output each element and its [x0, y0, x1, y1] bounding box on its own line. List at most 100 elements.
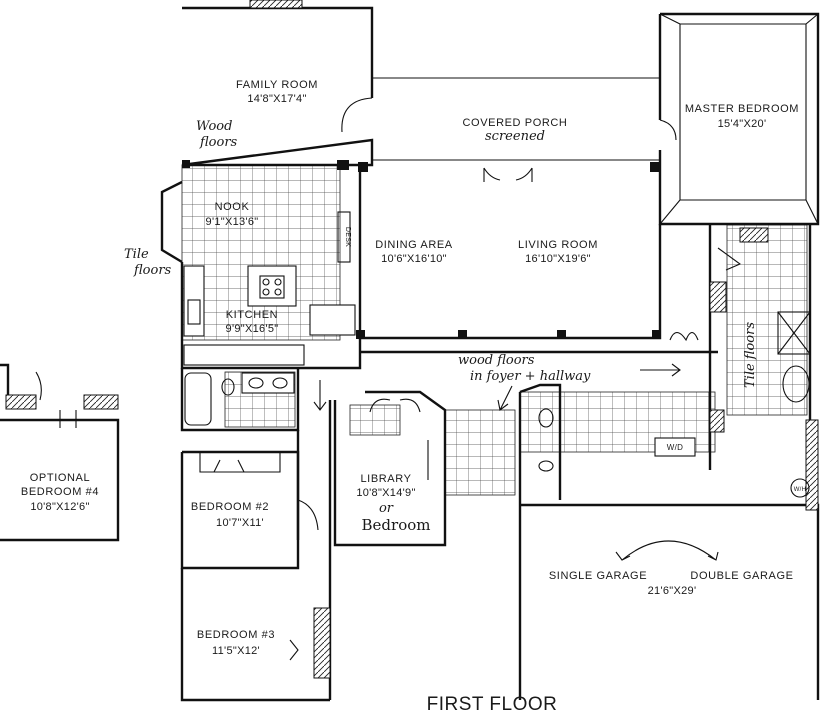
powder-sink [538, 460, 554, 472]
washer-dryer [654, 437, 696, 457]
living-post-3 [557, 330, 566, 339]
garage-double: DOUBLE GARAGE [690, 570, 793, 582]
living-post-1 [356, 330, 365, 339]
bedroom3-dims: 11'5"X12' [212, 645, 260, 657]
porch-name: COVERED PORCH [463, 117, 568, 129]
bedroom3-name: BEDROOM #3 [197, 629, 275, 641]
porch-outline [372, 77, 660, 161]
bedroom3-walls [180, 568, 330, 702]
water-heater [790, 478, 810, 498]
library-name: LIBRARY [360, 473, 411, 485]
living-post-2 [458, 330, 467, 339]
bedroom3-closet [289, 639, 299, 661]
family-room-name: FAMILY ROOM [236, 79, 318, 91]
toilet-1 [221, 378, 235, 396]
master-bath-closet-1 [709, 281, 727, 313]
master-bath-closet-3 [709, 409, 725, 433]
page-title: FIRST FLOOR [427, 694, 558, 715]
foyer-note-2: in foyer + hallway [470, 369, 591, 384]
garage-walls [520, 503, 820, 700]
library-or: or [379, 501, 394, 516]
master-name: MASTER BEDROOM [685, 103, 799, 115]
kitchen-name: KITCHEN [226, 309, 278, 321]
garage-wall-brick [805, 419, 819, 511]
burner-3 [262, 288, 270, 296]
bedroom2-door [297, 499, 319, 531]
desk [337, 211, 351, 263]
bathtub-1 [184, 372, 212, 426]
tile-bath-note: Tile floors [743, 322, 758, 388]
living-dims: 16'10"X19'6" [525, 253, 591, 265]
library-dims: 10'8"X14'9" [356, 487, 415, 499]
library-doors [369, 398, 421, 413]
master-door-swing [717, 247, 742, 271]
porch-french-door [483, 167, 533, 182]
family-room-dims: 14'8"X17'4" [247, 93, 306, 105]
laundry-walls [518, 383, 562, 700]
porch-note: screened [485, 129, 545, 144]
bedroom2-name: BEDROOM #2 [191, 501, 269, 513]
nook-bay [160, 180, 183, 264]
kitchen-counter-left [183, 265, 205, 337]
optional-name-2: BEDROOM #4 [21, 486, 99, 498]
master-dims: 15'4"X20' [718, 118, 767, 130]
family-post-left [182, 160, 190, 168]
kitchen-sink [187, 299, 201, 325]
kitchen-counter-bottom [183, 344, 305, 366]
nook-name: NOOK [215, 201, 250, 213]
garage-dims: 21'6"X29' [648, 585, 697, 597]
vanity-sink-1b [272, 377, 288, 389]
optional-dims: 10'8"X12'6" [30, 501, 89, 513]
master-door [659, 119, 677, 141]
bedroom2-closet [199, 452, 281, 473]
wh-label: W/H [794, 487, 807, 493]
family-room-walls [181, 6, 374, 167]
family-post-right [337, 160, 349, 170]
bedroom3-fireplace [313, 607, 331, 679]
optional-fireplace-2 [83, 394, 119, 410]
family-door [341, 97, 373, 133]
master-tray-ceiling [659, 13, 819, 225]
pantry [309, 304, 356, 336]
dining-dims: 10'6"X16'10" [381, 253, 447, 265]
library-alt: Bedroom [362, 516, 431, 534]
foyer-note-1: wood floors [458, 353, 535, 368]
hall-arrow-down [313, 380, 327, 411]
cooktop [259, 275, 285, 299]
tile-note-1: Tile [124, 247, 149, 262]
optional-fireplace [5, 394, 37, 410]
shower [777, 311, 811, 355]
bedroom2-walls [180, 450, 300, 570]
vanity-1 [241, 372, 295, 394]
master-tub [782, 365, 810, 403]
burner-1 [262, 278, 270, 286]
desk-label: DESK [344, 227, 351, 247]
optional-door [35, 371, 77, 428]
library-closet-tile [349, 404, 401, 436]
kitchen-dims: 9'9"X16'5" [226, 323, 279, 335]
foyer-arrow-down [497, 385, 513, 411]
optional-bedroom-walls [0, 363, 120, 542]
burner-4 [274, 288, 282, 296]
bath1-walls [180, 368, 300, 432]
optional-name-1: OPTIONAL [30, 472, 90, 484]
family-wood-note-1: Wood [196, 119, 232, 134]
living-post-4 [652, 330, 661, 339]
burner-2 [274, 278, 282, 286]
bedroom2-dims: 10'7"X11' [216, 517, 264, 529]
family-chimney [249, 0, 303, 9]
tile-note-2: floors [133, 263, 172, 278]
garage-arc [615, 540, 719, 561]
library-walls [333, 390, 447, 547]
toilet-2 [538, 408, 554, 428]
living-door [669, 331, 699, 342]
living-name: LIVING ROOM [518, 239, 598, 251]
garage-single: SINGLE GARAGE [549, 570, 647, 582]
shower-x [777, 311, 811, 355]
nook-dims: 9'1"X13'6" [206, 216, 259, 228]
foyer-arrow [640, 363, 681, 377]
porch-post-left [358, 162, 368, 172]
foyer-tile [444, 409, 516, 496]
dining-name: DINING AREA [375, 239, 453, 251]
